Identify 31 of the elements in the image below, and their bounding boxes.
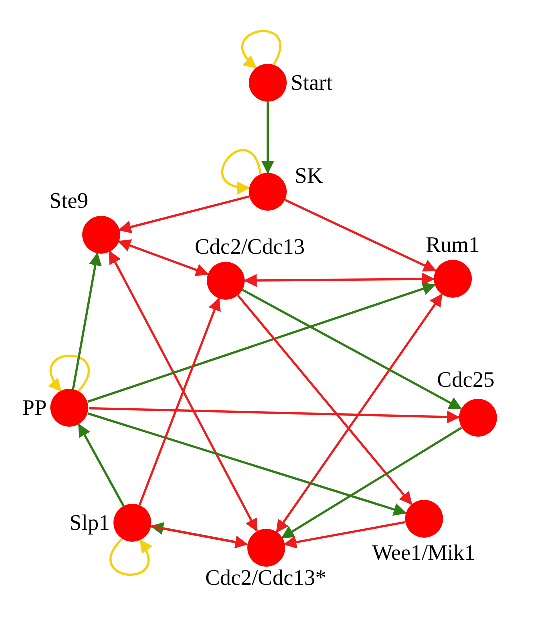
arrow [78,424,125,507]
node-label: SK [295,165,324,187]
arrow [118,240,210,276]
arrow [108,250,258,532]
self-loop-arrow [221,150,262,194]
arrow [276,294,444,534]
arrow [284,521,406,549]
node-label: Slp1 [70,512,110,534]
node-label: Cdc25 [437,369,495,391]
node-label: Rum1 [426,234,480,256]
arrow [88,407,460,424]
arrow [284,199,437,272]
self-loop-arrow [242,30,282,69]
arrow [138,298,221,506]
arrow [244,272,436,288]
arrow [118,196,250,234]
arrow [281,427,462,539]
node-label: Start [291,72,333,94]
arrow [262,102,274,174]
self-loop-arrow [110,538,152,576]
node-label: Wee1/Mik1 [372,542,476,564]
node-label: PP [22,397,47,419]
node-label: Cdc2/Cdc13* [206,567,326,589]
arrow [88,412,407,516]
node-label: Ste9 [49,190,89,212]
arrow [72,252,102,390]
arrow [88,282,436,403]
self-loop-arrow [48,354,90,392]
arrow [237,294,413,506]
node-label: Cdc2/Cdc13 [195,236,305,258]
arrow [242,289,462,410]
